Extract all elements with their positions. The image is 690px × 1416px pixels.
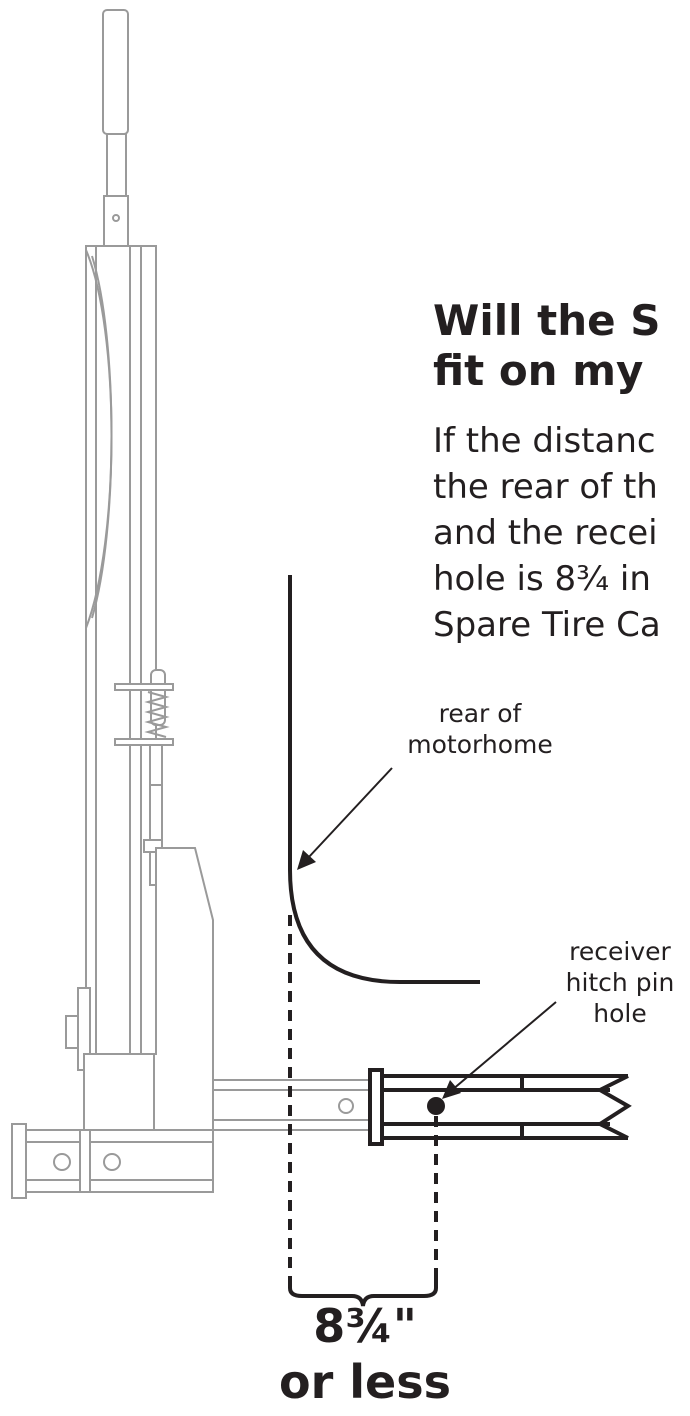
receiver-hitch-tube — [368, 1068, 632, 1146]
spare-tire-carrier-drawing — [11, 9, 374, 1199]
receiver-label-line-1: receiver — [569, 937, 671, 966]
measurement-qualifier: or less — [278, 1355, 452, 1409]
hitch-pin-hole-marker — [427, 1097, 445, 1115]
receiver-label-line-2: hitch pin — [565, 968, 675, 997]
question-heading: Will the S fit on my — [433, 296, 690, 396]
receiver-label-leader — [451, 1001, 557, 1091]
answer-line-3: and the recei — [433, 513, 658, 553]
rear-of-motorhome-label: rear of motorhome — [380, 698, 580, 760]
measurement-value: 8¾" — [313, 1299, 417, 1353]
rear-label-leader — [307, 767, 393, 859]
receiver-label-line-3: hole — [593, 999, 647, 1028]
distance-measurement: 8¾" or less — [240, 1298, 490, 1410]
receiver-hitch-pin-hole-label: receiver hitch pin hole — [530, 936, 690, 1029]
heading-line-2: fit on my — [433, 346, 644, 395]
motorhome-rear-profile — [288, 575, 480, 984]
heading-line-1: Will the S — [433, 296, 661, 345]
rear-label-line-2: motorhome — [407, 730, 553, 759]
receiver-label-arrowhead — [442, 1080, 461, 1099]
rear-label-arrowhead — [297, 850, 316, 870]
answer-line-1: If the distanc — [433, 421, 656, 461]
answer-text: If the distanc the rear of th and the re… — [433, 418, 690, 648]
measurement-brace — [288, 1278, 438, 1307]
answer-line-5: Spare Tire Ca — [433, 605, 661, 645]
rear-label-line-1: rear of — [438, 699, 522, 728]
answer-line-2: the rear of th — [433, 467, 658, 507]
answer-line-4: hole is 8¾ in — [433, 559, 651, 599]
